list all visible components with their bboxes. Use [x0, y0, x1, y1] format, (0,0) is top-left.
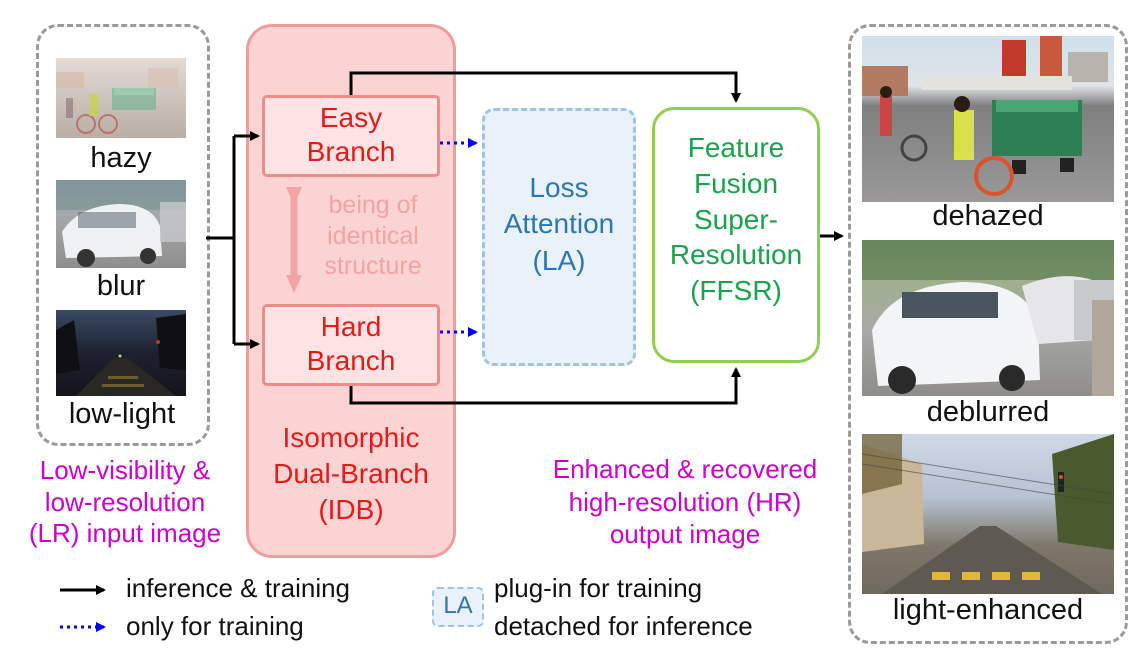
output-caption: Enhanced & recovered high-resolution (HR… [552, 454, 818, 549]
ffsr-label: Feature Fusion Super- Resolution (FFSR) [669, 132, 803, 307]
low-light-label: low-light [68, 398, 176, 430]
identical-structure-note: being of identical structure [324, 191, 422, 280]
dehazed-output-image [862, 36, 1114, 202]
input-images-frame [36, 24, 210, 446]
low-light-input-image [56, 310, 186, 396]
legend-la-tag [432, 587, 484, 627]
blur-input-image [56, 180, 186, 268]
light-enhanced-output-image [862, 434, 1114, 594]
output-images-frame [848, 24, 1128, 644]
hazy-input-image [56, 58, 186, 138]
light-enhanced-label: light-enhanced [892, 594, 1084, 626]
legend-dotted-label: only for training [126, 611, 304, 641]
hazy-label: hazy [90, 142, 152, 174]
easy-branch-label: Easy Branch [306, 102, 396, 168]
ffsr-box [652, 107, 820, 363]
dehazed-label: dehazed [932, 200, 1044, 232]
hard-branch-label: Hard Branch [306, 311, 396, 377]
loss-attention-label: Loss Attention (LA) [503, 172, 615, 276]
legend-la-tag-label: LA [443, 592, 473, 619]
legend-plugin-line-1: plug-in for training [494, 573, 703, 603]
deblurred-output-image [862, 240, 1114, 396]
blur-label: blur [96, 270, 146, 302]
idb-title: Isomorphic Dual-Branch (IDB) [273, 422, 429, 525]
input-caption: Low-visibility & low-resolution (LR) inp… [28, 455, 222, 549]
legend-plugin-line-2: detached for inference [494, 611, 753, 641]
deblurred-label: deblurred [926, 396, 1050, 428]
legend-solid-label: inference & training [126, 573, 351, 603]
loss-attention-box [482, 108, 636, 366]
